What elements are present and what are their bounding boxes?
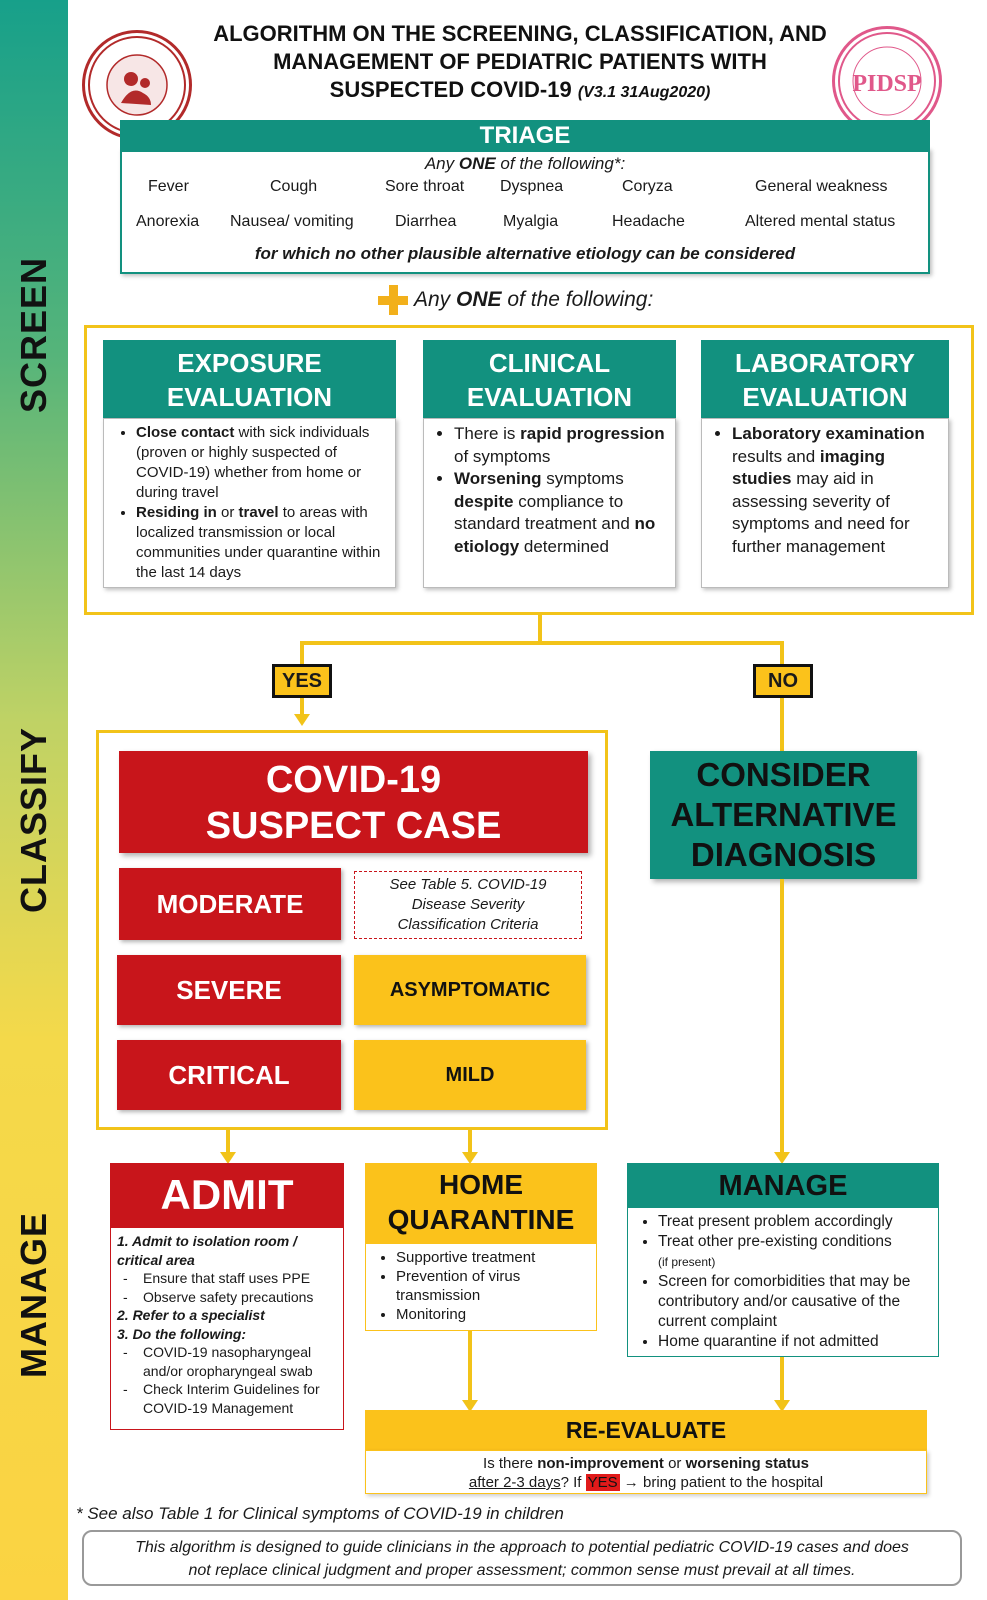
pidsp-seal-icon: PIDSP	[838, 32, 936, 130]
home-quarantine-body: Supportive treatment Prevention of virus…	[365, 1243, 597, 1331]
symptom-dyspnea: Dyspnea	[500, 178, 564, 195]
symptom-sore-throat: Sore throat	[385, 178, 465, 195]
triage-heading: TRIAGE	[120, 120, 930, 152]
arrow-down-icon	[462, 1152, 478, 1164]
severe-box: SEVERE	[117, 955, 341, 1025]
symptom-fever: Fever	[148, 178, 189, 195]
plus-intro: Any ONE of the following:	[414, 288, 654, 311]
admit-heading: ADMIT	[110, 1163, 344, 1227]
arrow-down-icon	[774, 1152, 790, 1164]
connector-branch	[300, 641, 784, 645]
arrow-down-icon	[220, 1152, 236, 1164]
arrow-down-icon	[462, 1400, 478, 1412]
no-tag: NO	[753, 664, 813, 698]
phase-sidebar: SCREEN CLASSIFY MANAGE	[0, 0, 68, 1600]
title-line-3: SUSPECTED COVID-19 (V3.1 31Aug2020)	[329, 77, 711, 102]
connector-manage	[780, 879, 784, 1157]
mild-box: MILD	[354, 1040, 586, 1110]
laboratory-body: Laboratory examination results and imagi…	[701, 418, 949, 588]
symptom-general-weakness: General weakness	[755, 178, 888, 195]
footnote: * See also Table 1 for Clinical symptoms…	[76, 1504, 564, 1523]
clinical-body: There is rapid progression of symptoms W…	[423, 418, 676, 588]
sidebar-label-screen: SCREEN	[13, 256, 54, 414]
symptom-anorexia: Anorexia	[136, 213, 200, 230]
connector-reevaluate-right	[780, 1357, 784, 1403]
critical-box: CRITICAL	[117, 1040, 341, 1110]
reevaluate-heading: RE-EVALUATE	[365, 1410, 927, 1450]
evaluation-frame	[84, 325, 974, 615]
sidebar-label-manage: MANAGE	[13, 1212, 54, 1378]
exposure-body: Close contact with sick individuals (pro…	[103, 418, 396, 588]
moderate-box: MODERATE	[119, 868, 341, 940]
symptom-altered-mental-status: Altered mental status	[745, 213, 896, 230]
symptom-nausea-vomiting: Nausea/ vomiting	[230, 213, 354, 230]
classify-frame	[96, 730, 608, 1130]
symptom-coryza: Coryza	[622, 178, 673, 195]
triage-box	[120, 148, 930, 274]
title-line-2: MANAGEMENT OF PEDIATRIC PATIENTS WITH	[273, 49, 767, 74]
manage-body: Treat present problem accordingly Treat …	[627, 1207, 939, 1357]
connector-admit	[226, 1130, 230, 1156]
yes-highlight: YES	[585, 1474, 620, 1491]
svg-text:PIDSP: PIDSP	[852, 71, 921, 97]
connector-reevaluate-left	[468, 1331, 472, 1403]
sidebar-label-classify: CLASSIFY	[13, 726, 54, 914]
connector-down	[538, 615, 542, 643]
page-title: ALGORITHM ON THE SCREENING, CLASSIFICATI…	[200, 20, 840, 107]
symptom-myalgia: Myalgia	[503, 213, 559, 230]
symptom-cough: Cough	[270, 178, 318, 195]
admit-body: 1. Admit to isolation room / critical ar…	[110, 1227, 344, 1430]
arrow-down-icon	[294, 714, 310, 726]
triage-footer: for which no other plausible alternative…	[254, 244, 796, 263]
disclaimer-box: This algorithm is designed to guide clin…	[82, 1530, 962, 1586]
triage-intro: Any ONE of the following*:	[424, 154, 626, 173]
symptom-headache: Headache	[612, 213, 685, 230]
manage-heading: MANAGE	[627, 1163, 939, 1207]
asymptomatic-box: ASYMPTOMATIC	[354, 955, 586, 1025]
connector-home	[468, 1130, 472, 1156]
symptom-diarrhea: Diarrhea	[395, 213, 457, 230]
plus-icon	[378, 285, 408, 315]
reevaluate-body: Is there non-improvement or worsening st…	[365, 1450, 927, 1494]
title-line-1: ALGORITHM ON THE SCREENING, CLASSIFICATI…	[213, 21, 827, 46]
version-label: (V3.1 31Aug2020)	[577, 84, 711, 101]
yes-tag: YES	[272, 664, 332, 698]
arrow-down-icon	[774, 1400, 790, 1412]
